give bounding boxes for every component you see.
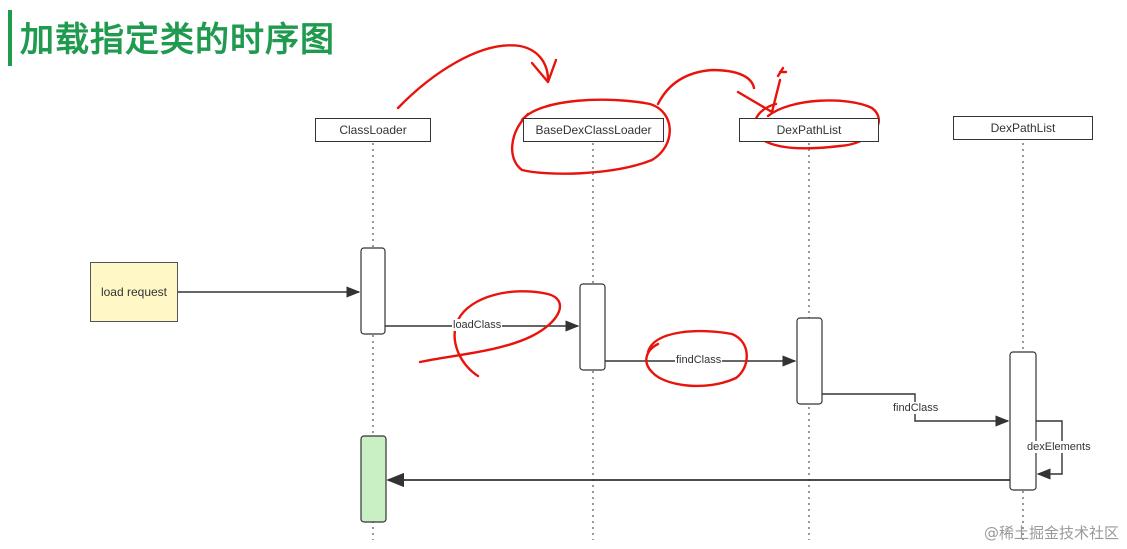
activation-classloader (360, 247, 386, 335)
activation-basedexclassloader (579, 283, 606, 371)
participant-dexpathlist-1: DexPathList (739, 118, 879, 142)
activation-dexpathlist-2 (1009, 351, 1037, 491)
annotation-circle-loadclass (418, 290, 562, 378)
annotation-circle-basedexclassloader (510, 98, 671, 175)
page-title: 加载指定类的时序图 (20, 20, 335, 60)
participant-dexpathlist-2: DexPathList (953, 116, 1093, 140)
red-annotations (396, 44, 880, 388)
annotation-arrowhead-2 (736, 78, 782, 114)
message-dexelements: dexElements (1026, 441, 1092, 453)
watermark: @稀土掘金技术社区 (983, 524, 1119, 542)
annotation-arrowhead-1 (530, 58, 558, 84)
activation-classloader-return (360, 435, 387, 523)
note-load-request: load request (90, 262, 178, 322)
message-findclass-1: findClass (675, 354, 723, 366)
annotation-tick-mark (776, 66, 788, 78)
annotation-circle-findclass (645, 329, 748, 388)
annotation-curve-base-to-dexpathlist (656, 68, 756, 106)
message-loadclass: loadClass (452, 319, 503, 331)
message-findclass-2: findClass (892, 402, 940, 414)
activation-dexpathlist-1 (796, 317, 823, 405)
annotation-curve-classloader-to-base (396, 44, 550, 110)
participant-classloader: ClassLoader (315, 118, 431, 142)
participant-basedexclassloader: BaseDexClassLoader (523, 118, 664, 142)
title-accent-bar (8, 10, 12, 66)
